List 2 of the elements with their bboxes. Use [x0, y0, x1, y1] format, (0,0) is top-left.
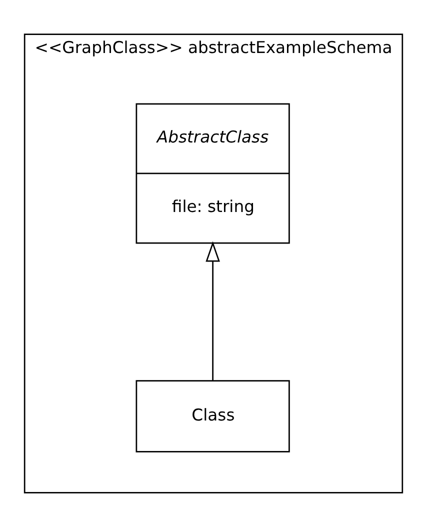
arrow: [206, 241, 220, 380]
node-box: Class: [136, 380, 290, 452]
